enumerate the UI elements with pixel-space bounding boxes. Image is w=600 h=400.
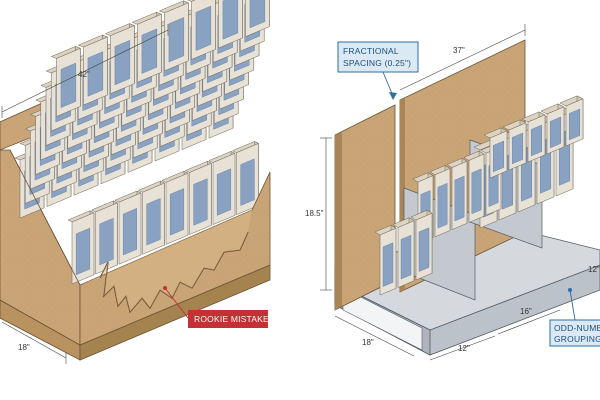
book-label [382, 242, 394, 287]
book-label [549, 116, 562, 149]
rookie-mistake-label: ROOKIE MISTAKE [194, 314, 269, 324]
seg2-label: 16" [520, 307, 532, 316]
odd-grouping-callout: ODD-NUMBER GROUPING [549, 288, 600, 347]
box-left-wall-edge [9, 149, 81, 286]
seg3-label: 12" [588, 265, 600, 274]
book-label [471, 168, 482, 215]
fractional-spacing-line2: SPACING (0.25") [343, 58, 411, 68]
book [521, 111, 546, 163]
callout-leader-dot [163, 286, 167, 290]
book-label [511, 132, 524, 165]
depth-18-line [334, 315, 415, 357]
depth-dimension-label: 18" [18, 343, 30, 352]
book-label [122, 207, 138, 256]
book [186, 0, 216, 60]
book-label [222, 0, 239, 40]
book-label [75, 227, 91, 276]
organized-shelf [334, 39, 600, 356]
torn-flap-highlight [80, 210, 252, 312]
odd-grouping-box [549, 319, 600, 347]
odd-grouping-leader [569, 289, 576, 321]
grouped-books [374, 95, 584, 296]
side-panel-edge [335, 132, 342, 310]
width-37-line [399, 29, 526, 91]
book [410, 209, 433, 281]
book-label [454, 175, 465, 222]
fractional-spacing-arrow [389, 92, 397, 100]
rookie-mistake-label-box [188, 310, 268, 328]
book [50, 46, 82, 117]
odd-grouping-line1: ODD-NUMBER [554, 323, 600, 333]
odd-grouping-dot [568, 288, 572, 292]
left-dimensions: 42" 18" [1, 24, 169, 364]
right-dimensions: 37" 18.5" 18" 12" 16" 12" [305, 24, 600, 361]
book [483, 127, 508, 179]
book-label [437, 182, 448, 229]
book-label [400, 234, 412, 280]
height-label: 18.5" [305, 209, 324, 218]
book [392, 217, 415, 288]
book [137, 180, 166, 255]
seg2-line [497, 309, 561, 335]
book [104, 23, 136, 95]
fractional-spacing-line1: FRACTIONAL [343, 46, 399, 56]
book-label [114, 39, 131, 86]
overcrowded-box [0, 0, 271, 361]
book [374, 224, 397, 296]
odd-grouping-line2: GROUPING [554, 334, 600, 344]
book [446, 157, 468, 230]
book-label [141, 28, 158, 74]
book [559, 95, 584, 147]
rookie-mistake-callout: ROOKIE MISTAKE [163, 286, 269, 328]
book [208, 150, 236, 225]
book [158, 0, 190, 72]
seg1-line [429, 335, 496, 361]
book-label [60, 62, 77, 109]
depth-18-label: 18" [362, 338, 374, 347]
book-label [418, 227, 430, 272]
book-label [87, 51, 104, 97]
book [245, 0, 270, 38]
book [231, 141, 260, 216]
fractional-spacing-box [337, 41, 419, 73]
book-label [530, 124, 543, 157]
book [463, 150, 485, 223]
book [77, 34, 109, 106]
book-label [568, 108, 581, 141]
book-label [249, 0, 266, 29]
book-label [492, 140, 505, 173]
width-37-label: 37" [453, 46, 465, 55]
book [67, 210, 95, 285]
depth-dimension-line [1, 321, 67, 359]
book [540, 103, 565, 155]
book [131, 11, 163, 83]
book-label [99, 217, 114, 266]
book [218, 0, 243, 49]
fractional-spacing-callout: FRACTIONAL SPACING (0.25") [337, 41, 419, 100]
book-label [193, 178, 208, 226]
fractional-spacing-leader [382, 71, 394, 97]
book-label [169, 188, 185, 236]
seg1-label: 12" [458, 344, 470, 353]
book-top [186, 0, 196, 2]
book-label [168, 17, 185, 63]
book [161, 170, 189, 245]
width-dimension-line [1, 29, 169, 113]
book [184, 160, 213, 235]
width-dimension-label: 42" [78, 70, 90, 79]
book-label [216, 168, 232, 216]
crammed-books [14, 0, 270, 285]
callout-leader-line [164, 287, 189, 319]
book-label [195, 5, 212, 52]
book [90, 200, 119, 275]
book-label [240, 158, 255, 206]
book-label [146, 198, 161, 246]
book [429, 165, 451, 238]
book [114, 190, 142, 265]
book [502, 119, 527, 171]
